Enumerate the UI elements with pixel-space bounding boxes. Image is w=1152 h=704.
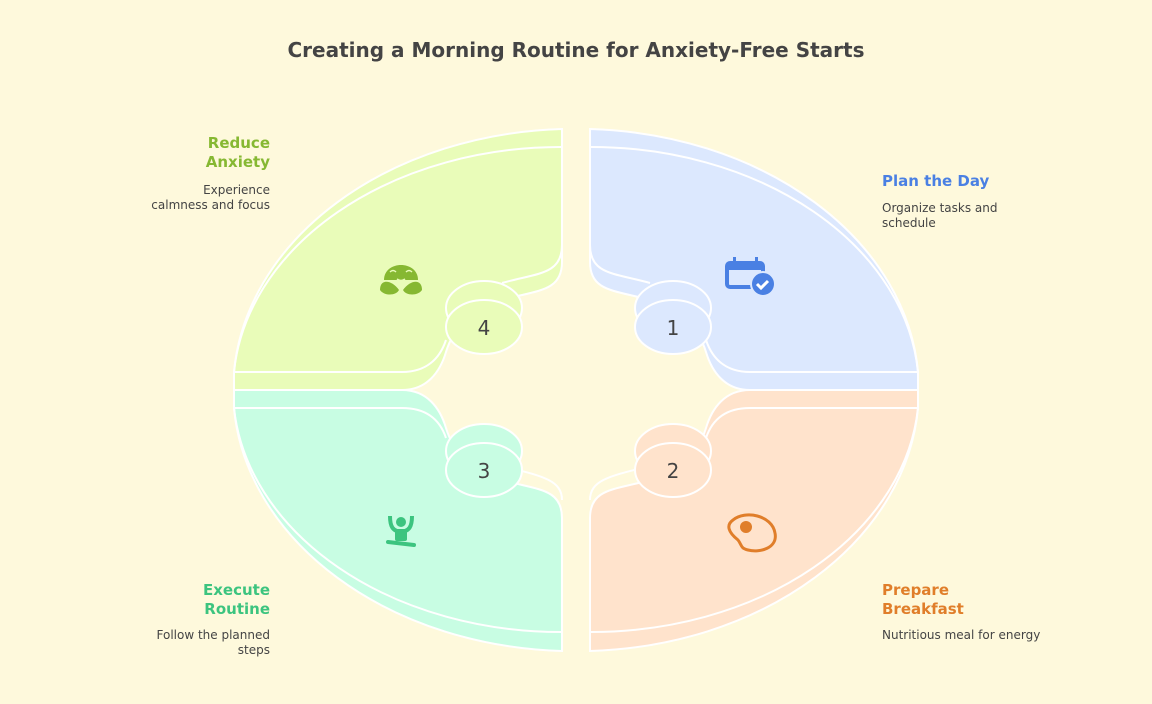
step-description-1: Organize tasks and schedule: [882, 201, 998, 230]
step-badge-2: 2: [634, 423, 712, 498]
step-description-2: Nutritious meal for energy: [882, 628, 1041, 642]
step-number-4: 4: [478, 316, 491, 340]
step-number-1: 1: [667, 316, 680, 340]
segment-prepare-breakfast: [589, 389, 919, 652]
step-badge-3: 3: [445, 423, 523, 498]
step-badge-4: 4: [445, 280, 523, 355]
diagram-title: Creating a Morning Routine for Anxiety-F…: [287, 38, 865, 62]
step-title-3: Execute Routine: [202, 581, 270, 618]
step-description-4: Experience calmness and focus: [151, 183, 270, 212]
step-number-3: 3: [478, 459, 491, 483]
step-description-3: Follow the planned steps: [156, 628, 270, 657]
step-title-4: Reduce Anxiety: [205, 134, 270, 171]
step-title-2: Prepare Breakfast: [882, 581, 964, 618]
segment-reduce-anxiety: [233, 128, 563, 391]
fried-egg-icon: [727, 513, 777, 553]
calm-face-icon: [380, 265, 422, 295]
step-title-1: Plan the Day: [882, 172, 990, 190]
segment-plan-the-day: [589, 128, 919, 391]
meditation-person-icon: [386, 515, 416, 547]
step-number-2: 2: [667, 459, 680, 483]
step-badge-1: 1: [634, 280, 712, 355]
calendar-check-icon: [725, 257, 776, 297]
